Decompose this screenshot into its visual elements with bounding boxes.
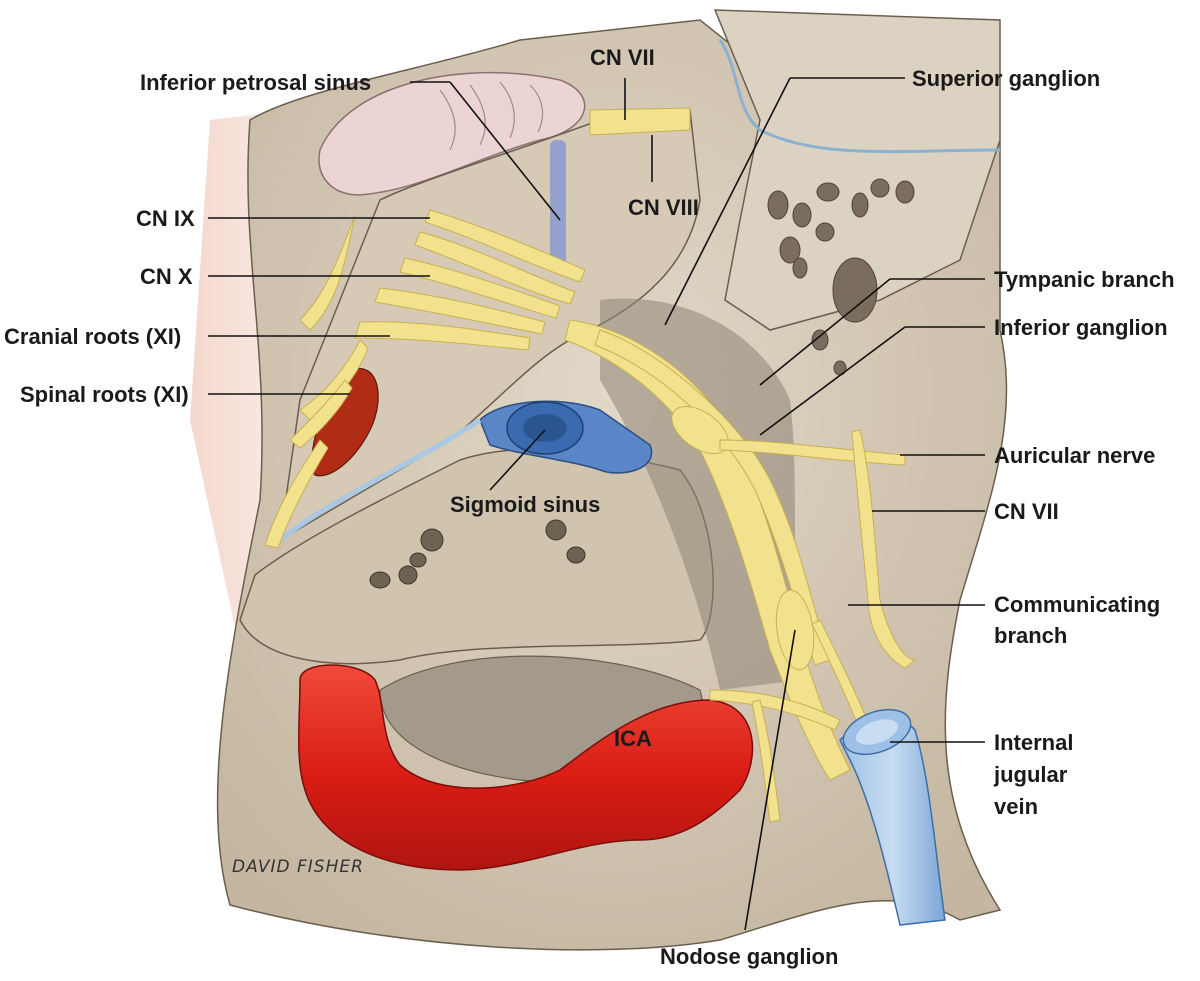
- label-nodose-ganglion: Nodose ganglion: [660, 944, 838, 969]
- label-sigmoid-sinus: Sigmoid sinus: [450, 492, 600, 517]
- label-cn-vii-right: CN VII: [994, 499, 1059, 524]
- label-cranial-roots: Cranial roots (XI): [4, 324, 181, 349]
- labels: Inferior petrosal sinus CN VII CN VIII S…: [4, 45, 1175, 969]
- label-inferior-petrosal-sinus: Inferior petrosal sinus: [140, 70, 371, 95]
- label-inferior-ganglion: Inferior ganglion: [994, 315, 1168, 340]
- cranial-nerves: [264, 107, 917, 823]
- inferior-petrosal-sinus-vessel: [550, 140, 566, 270]
- artist-signature: DAVID FISHER: [232, 857, 364, 877]
- internal-carotid-artery: [298, 664, 754, 871]
- label-internal-jugular-line3: vein: [994, 794, 1038, 819]
- label-internal-jugular-line2: jugular: [993, 762, 1068, 787]
- label-cn-ix: CN IX: [136, 206, 195, 231]
- foramina: [369, 519, 586, 589]
- deep-cavity: [600, 298, 800, 690]
- label-cn-viii: CN VIII: [628, 195, 699, 220]
- cerebellum: [318, 71, 586, 196]
- suture-line: [718, 39, 1001, 154]
- cerebellum-folia: [439, 81, 544, 151]
- label-auricular-nerve: Auricular nerve: [994, 443, 1155, 468]
- label-communicating-branch-line1: Communicating: [994, 592, 1160, 617]
- label-spinal-roots: Spinal roots (XI): [20, 382, 189, 407]
- label-ica: ICA: [614, 726, 652, 751]
- label-communicating-branch-line2: branch: [994, 623, 1067, 648]
- leader-lines: [208, 77, 985, 931]
- label-cn-x: CN X: [140, 264, 193, 289]
- label-internal-jugular-line1: Internal: [994, 730, 1073, 755]
- label-cn-vii-top: CN VII: [590, 45, 655, 70]
- internal-jugular-vein-vessel: [839, 708, 946, 926]
- label-superior-ganglion: Superior ganglion: [912, 66, 1100, 91]
- sigmoid-sinus-vessel: [278, 400, 653, 542]
- mastoid-air-cells: [767, 178, 915, 376]
- label-tympanic-branch: Tympanic branch: [994, 267, 1175, 292]
